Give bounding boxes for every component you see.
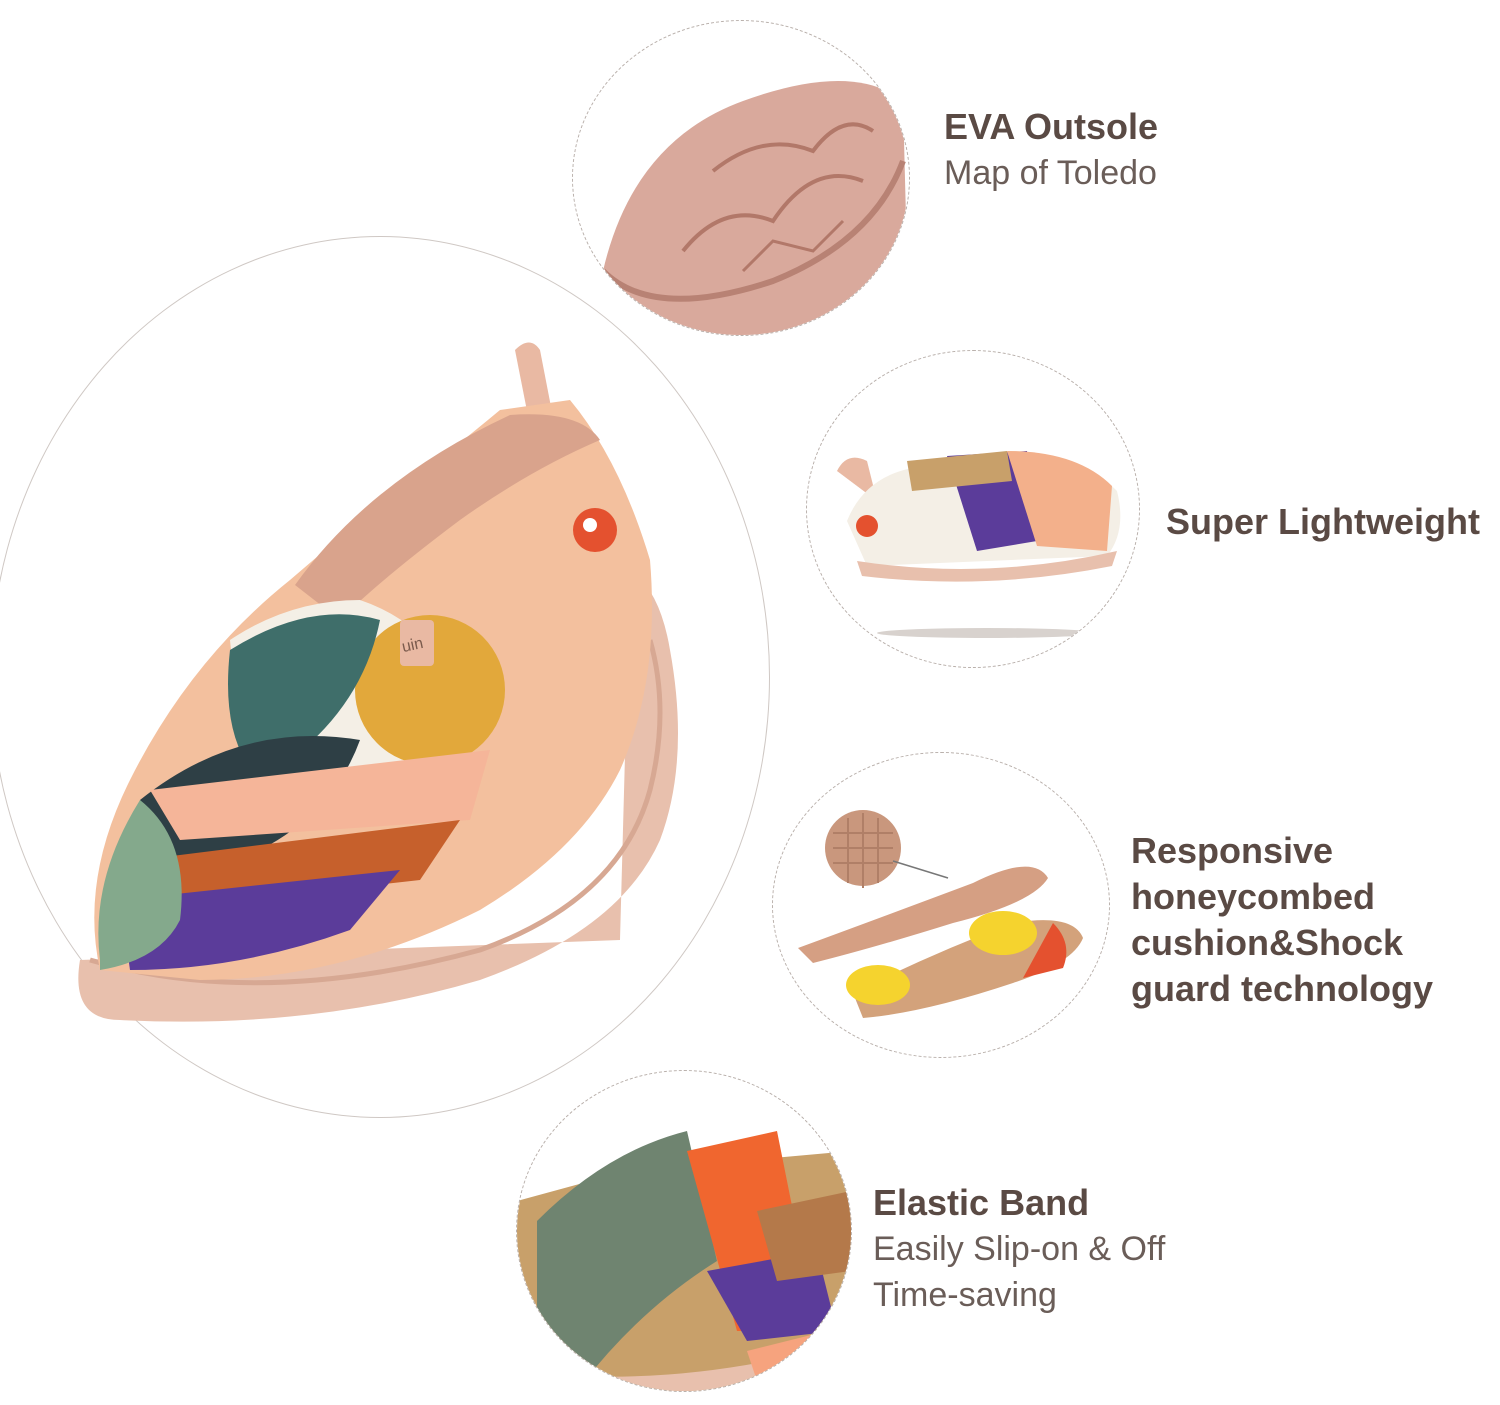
feature-title: Elastic Band — [873, 1182, 1090, 1223]
main-shoe-illustration — [60, 320, 710, 1040]
feature-title: EVA Outsole — [944, 106, 1159, 147]
feature-title: Super Lightweight — [1166, 501, 1480, 542]
side-shoe-illustration — [837, 451, 1121, 638]
elastic-band-closeup — [517, 1131, 851, 1391]
feature-title-line: Responsive — [1131, 830, 1334, 871]
outsole-closeup-frame — [572, 20, 910, 336]
feature-line: Map of Toledo — [944, 154, 1157, 192]
feature-eva-outsole: EVA Outsole Map of Toledo — [944, 104, 1158, 196]
side-shoe-frame — [806, 350, 1140, 668]
main-shoe-frame — [0, 236, 770, 1118]
feature-cushion-technology: Responsive honeycombed cushion&Shock gua… — [1131, 828, 1433, 1012]
feature-elastic-band: Elastic Band Easily Slip-on & Off Time-s… — [873, 1180, 1165, 1318]
elastic-band-frame — [516, 1070, 852, 1392]
insole-illustration — [798, 810, 1083, 1018]
feature-line: Easily Slip-on & Off — [873, 1230, 1166, 1268]
insole-frame — [772, 752, 1110, 1058]
feature-title-line: honeycombed — [1131, 876, 1376, 917]
feature-title-line: cushion&Shock — [1131, 922, 1404, 963]
outsole-closeup — [593, 81, 909, 335]
feature-title-line: guard technology — [1131, 968, 1434, 1009]
feature-super-lightweight: Super Lightweight — [1166, 499, 1480, 545]
feature-line: Time-saving — [873, 1276, 1057, 1314]
